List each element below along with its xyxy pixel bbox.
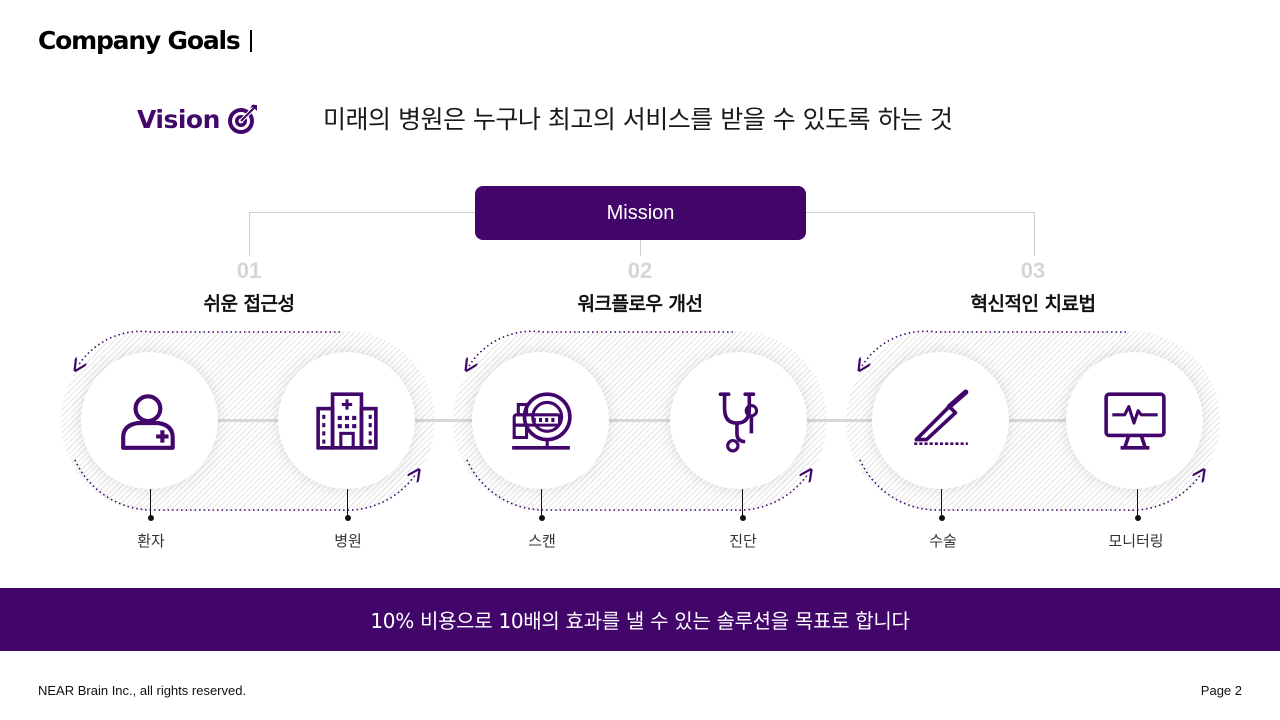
mission-connector-right-drop (1034, 212, 1035, 256)
vision-heading: Vision (137, 102, 260, 136)
mission-connector-left (249, 212, 475, 213)
item-label-surgery: 수술 (929, 532, 957, 550)
goal-title-3: 혁신적인 치료법 (970, 293, 1096, 315)
hospital-card (278, 352, 415, 489)
label-pointer (1137, 489, 1138, 517)
vision-statement: 미래의 병원은 누구나 최고의 서비스를 받을 수 있도록 하는 것 (323, 105, 953, 134)
label-dot (345, 515, 351, 521)
item-label-scan: 스캔 (528, 532, 556, 550)
label-pointer (941, 489, 942, 517)
vision-label: Vision (137, 104, 220, 134)
arc-top-3 (862, 330, 1126, 366)
goal-banner: 10% 비용으로 10배의 효과를 낼 수 있는 솔루션을 목표로 합니다 (0, 588, 1280, 651)
footer-copyright: NEAR Brain Inc., all rights reserved. (38, 683, 247, 698)
goal-number-2: 02 (627, 258, 653, 283)
goal-title-2: 워크플로우 개선 (577, 293, 703, 315)
arc-top-2 (469, 330, 733, 366)
label-dot (148, 515, 154, 521)
scan-card (472, 352, 609, 489)
hospital-icon (315, 391, 378, 450)
label-dot (740, 515, 746, 521)
page-title: Company Goals (38, 26, 252, 55)
monitoring-card (1066, 352, 1203, 489)
item-label-monitoring: 모니터링 (1108, 532, 1164, 550)
label-dot (939, 515, 945, 521)
label-pointer (541, 489, 542, 517)
page-number: Page 2 (1200, 683, 1242, 698)
stethoscope-icon (718, 391, 758, 452)
mission-button[interactable]: Mission (475, 186, 806, 240)
page-title-text: Company Goals (38, 26, 241, 55)
mission-label: Mission (606, 201, 675, 224)
arc-bottom-1 (74, 459, 416, 512)
patient-card (81, 352, 218, 489)
label-pointer (347, 489, 348, 517)
goal-number-1: 01 (236, 258, 262, 283)
mission-connector-left-drop (249, 212, 250, 256)
title-divider (249, 29, 252, 52)
goal-title-1: 쉬운 접근성 (203, 293, 295, 315)
banner-text: 10% 비용으로 10배의 효과를 낼 수 있는 솔루션을 목표로 합니다 (370, 609, 910, 633)
patient-icon (120, 393, 175, 450)
diagnosis-card (670, 352, 807, 489)
item-label-hospital: 병원 (334, 532, 362, 550)
heart-monitor-icon (1103, 391, 1166, 450)
target-arrow-icon (226, 102, 260, 136)
label-pointer (150, 489, 151, 517)
mission-connector-right (806, 212, 1034, 213)
surgery-card (872, 352, 1009, 489)
label-pointer (742, 489, 743, 517)
mission-connector-center-drop (640, 240, 641, 256)
flow-line (100, 419, 1180, 422)
mri-scanner-icon (511, 391, 572, 450)
label-dot (1135, 515, 1141, 521)
goal-number-3: 03 (1020, 258, 1046, 283)
label-dot (539, 515, 545, 521)
arc-bottom-3 (859, 459, 1201, 511)
scalpel-icon (913, 389, 968, 445)
item-label-diagnosis: 진단 (729, 532, 757, 550)
arc-bottom-2 (466, 459, 808, 511)
item-label-patient: 환자 (137, 532, 165, 550)
